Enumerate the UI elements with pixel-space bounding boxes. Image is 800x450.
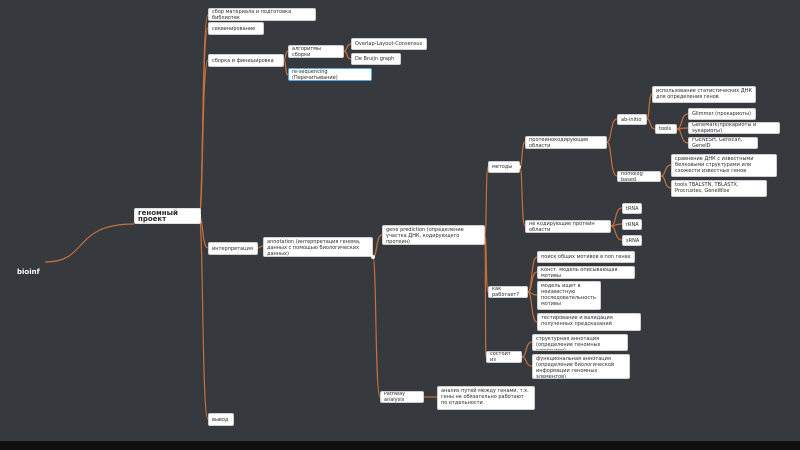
node-statistical-dna[interactable]: использование статистических ДНК для опр…	[652, 86, 756, 103]
node-ab-initio[interactable]: ab-initio	[617, 114, 647, 125]
root-node-bioinf[interactable]: bioinf	[17, 268, 40, 276]
node-model-searches[interactable]: модель ищет в неизвестную последовательн…	[537, 281, 601, 310]
branch-line	[527, 291, 538, 323]
node-testing[interactable]: тестирование и валидация полученных пред…	[537, 313, 641, 331]
collapse-dot-annotation[interactable]	[371, 255, 375, 259]
branch-line	[343, 43, 352, 52]
node-olc[interactable]: Overlap-Layout-Consensus	[351, 38, 427, 50]
branch-line	[44, 223, 135, 263]
branch-line	[283, 59, 289, 76]
node-functional[interactable]: функциональная аннотация (определение би…	[532, 354, 630, 379]
branch-line	[660, 175, 672, 189]
branch-line	[484, 166, 489, 236]
branch-line	[343, 50, 352, 60]
node-trna[interactable]: tRNA	[622, 203, 642, 214]
node-assembly-algorithms[interactable]: алгоритмы сборки	[288, 45, 344, 58]
node-tblastn-tools[interactable]: tools TBALSTN, TBLASTX, Procrustes, Gene…	[671, 180, 767, 197]
collapse-dot-how[interactable]	[523, 290, 527, 294]
branch-line	[606, 141, 618, 177]
branch-line	[484, 234, 487, 358]
node-noncoding[interactable]: не кодирующие протеин области	[525, 220, 611, 233]
branch-line	[646, 93, 653, 120]
node-glimmer[interactable]: Glimmer (прокариоты)	[688, 108, 756, 120]
branch-line	[372, 256, 381, 398]
node-pathway-desc[interactable]: анализ путей между генами, т.к. гены не …	[437, 386, 535, 410]
bottom-bar	[0, 441, 800, 450]
node-protein-coding[interactable]: протеинокодирующие области	[525, 136, 607, 149]
node-gene-prediction[interactable]: gene prediction (определение участка ДНК…	[382, 225, 485, 245]
node-how-works[interactable]: как работает?	[488, 286, 528, 298]
node-genemark[interactable]: GeneMark(прокариоты и эукариоты)	[688, 122, 780, 134]
node-search-motifs[interactable]: поиск общих мотивов в non генах	[537, 251, 635, 263]
collapse-dot-consists[interactable]	[518, 355, 522, 359]
node-output[interactable]: вывод	[208, 413, 234, 426]
node-interpretation[interactable]: интерпретация	[208, 242, 258, 255]
node-model-motifs[interactable]: конст. модель описывающая мотивы	[537, 266, 635, 279]
branch-line	[527, 256, 538, 293]
node-methods[interactable]: методы	[488, 161, 520, 173]
branch-line	[521, 341, 533, 358]
node-compare-dna[interactable]: сравнение ДНК с известными белковыми стр…	[671, 154, 777, 177]
node-pathway[interactable]: Pathway analysis	[380, 391, 424, 403]
node-fgenesh[interactable]: FGENESH, Genscan, GeneID	[688, 137, 758, 149]
node-structural[interactable]: структурная аннотация (определение геном…	[532, 334, 628, 351]
node-tools-ab-initio[interactable]: tools	[655, 124, 677, 134]
node-consists-of[interactable]: состоит из	[486, 351, 522, 363]
node-homology[interactable]: homolog based	[617, 171, 661, 182]
branch-line	[527, 271, 538, 293]
node-sequencing[interactable]: секвенирование	[208, 22, 264, 35]
collapse-dot-methods[interactable]	[517, 165, 521, 169]
branch-line	[606, 118, 618, 143]
branch-line	[646, 118, 656, 130]
branch-line	[676, 128, 689, 144]
branch-line	[198, 215, 209, 420]
branch-line	[610, 225, 623, 241]
node-srna[interactable]: sRNA	[622, 235, 642, 246]
branch-line	[676, 113, 689, 130]
branch-line	[484, 234, 489, 293]
collapse-dot-genome[interactable]	[197, 214, 201, 218]
node-library-prep[interactable]: сбор материала и подготовка библиотек	[208, 8, 316, 21]
branch-line	[521, 356, 533, 367]
branch-line	[660, 164, 672, 177]
branch-line	[519, 166, 526, 227]
node-de-bruijn[interactable]: De Bruijn graph	[351, 53, 401, 65]
node-resequencing[interactable]: re-sequencing (Перечитывание)	[288, 68, 372, 81]
node-annotation[interactable]: annotation (интерпретация генома, данных…	[263, 237, 373, 257]
node-genome-project[interactable]: геномный проект	[134, 208, 201, 224]
branch-line	[257, 245, 264, 249]
branch-line	[610, 207, 623, 227]
node-rrna[interactable]: rRNA	[622, 219, 642, 230]
node-assembly[interactable]: сборка и финишировка	[208, 54, 284, 67]
branch-line	[372, 234, 383, 258]
